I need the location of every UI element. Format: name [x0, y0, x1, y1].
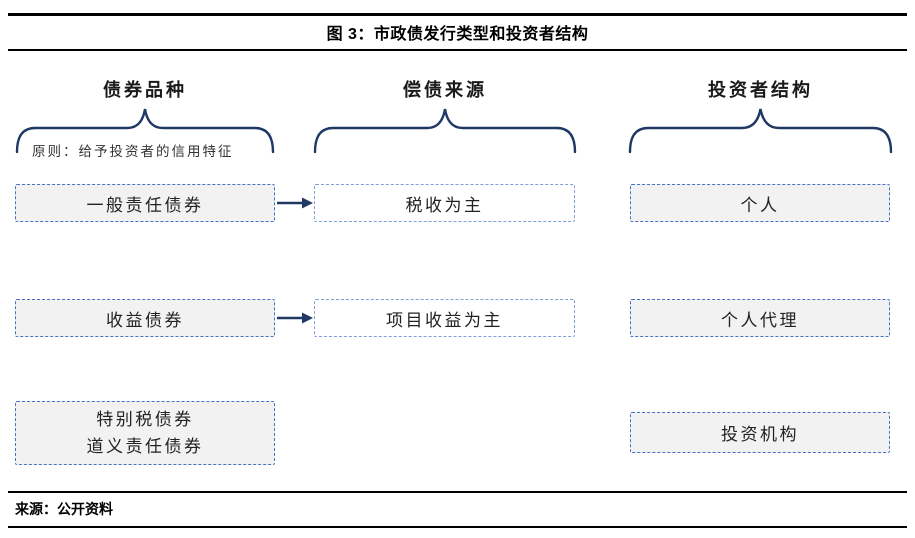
box-label-line1: 特别税债券: [96, 410, 194, 429]
figure-title: 图 3：市政债发行类型和投资者结构: [326, 26, 589, 43]
column-header-repayment-source: 偿债来源: [403, 80, 487, 100]
box-label: 个人: [740, 195, 780, 215]
arrow-revenue-to-project-icon: [277, 312, 313, 324]
box-individual-investors: 个人: [630, 184, 890, 222]
box-label: 投资机构: [721, 425, 799, 444]
title-rule-top: [8, 13, 907, 16]
column-header-bond-types: 债券品种: [103, 80, 187, 100]
box-label: 一般责任债券: [86, 195, 204, 215]
box-individual-agents: 个人代理: [630, 299, 890, 337]
box-investment-institutions: 投资机构: [630, 412, 890, 453]
footer-rule-top: [8, 491, 907, 493]
box-special-tax-moral-obligation-bonds: 特别税债券 道义责任债券: [15, 401, 275, 465]
principle-note: 原则：给予投资者的信用特征: [32, 144, 234, 159]
column-header-investor-structure: 投资者结构: [708, 80, 813, 100]
box-tax-revenue-main: 税收为主: [314, 184, 575, 222]
investor-structure-brace-icon: [628, 108, 893, 154]
box-label: 个人代理: [721, 310, 799, 330]
footer-rule-bottom: [8, 526, 907, 528]
source-note: 来源：公开资料: [15, 501, 113, 517]
arrow-general-to-tax-icon: [277, 197, 313, 209]
box-general-obligation-bonds: 一般责任债券: [15, 184, 275, 222]
box-label-line2: 道义责任债券: [86, 437, 204, 456]
repayment-source-brace-icon: [313, 108, 577, 154]
bond-types-brace-icon: [15, 108, 275, 154]
box-label: 项目收益为主: [386, 310, 503, 330]
box-project-revenue-main: 项目收益为主: [314, 299, 575, 337]
title-rule-bottom: [8, 49, 907, 51]
box-label: 税收为主: [405, 195, 484, 215]
box-revenue-bonds: 收益债券: [15, 299, 275, 337]
box-label: 收益债券: [106, 310, 184, 330]
